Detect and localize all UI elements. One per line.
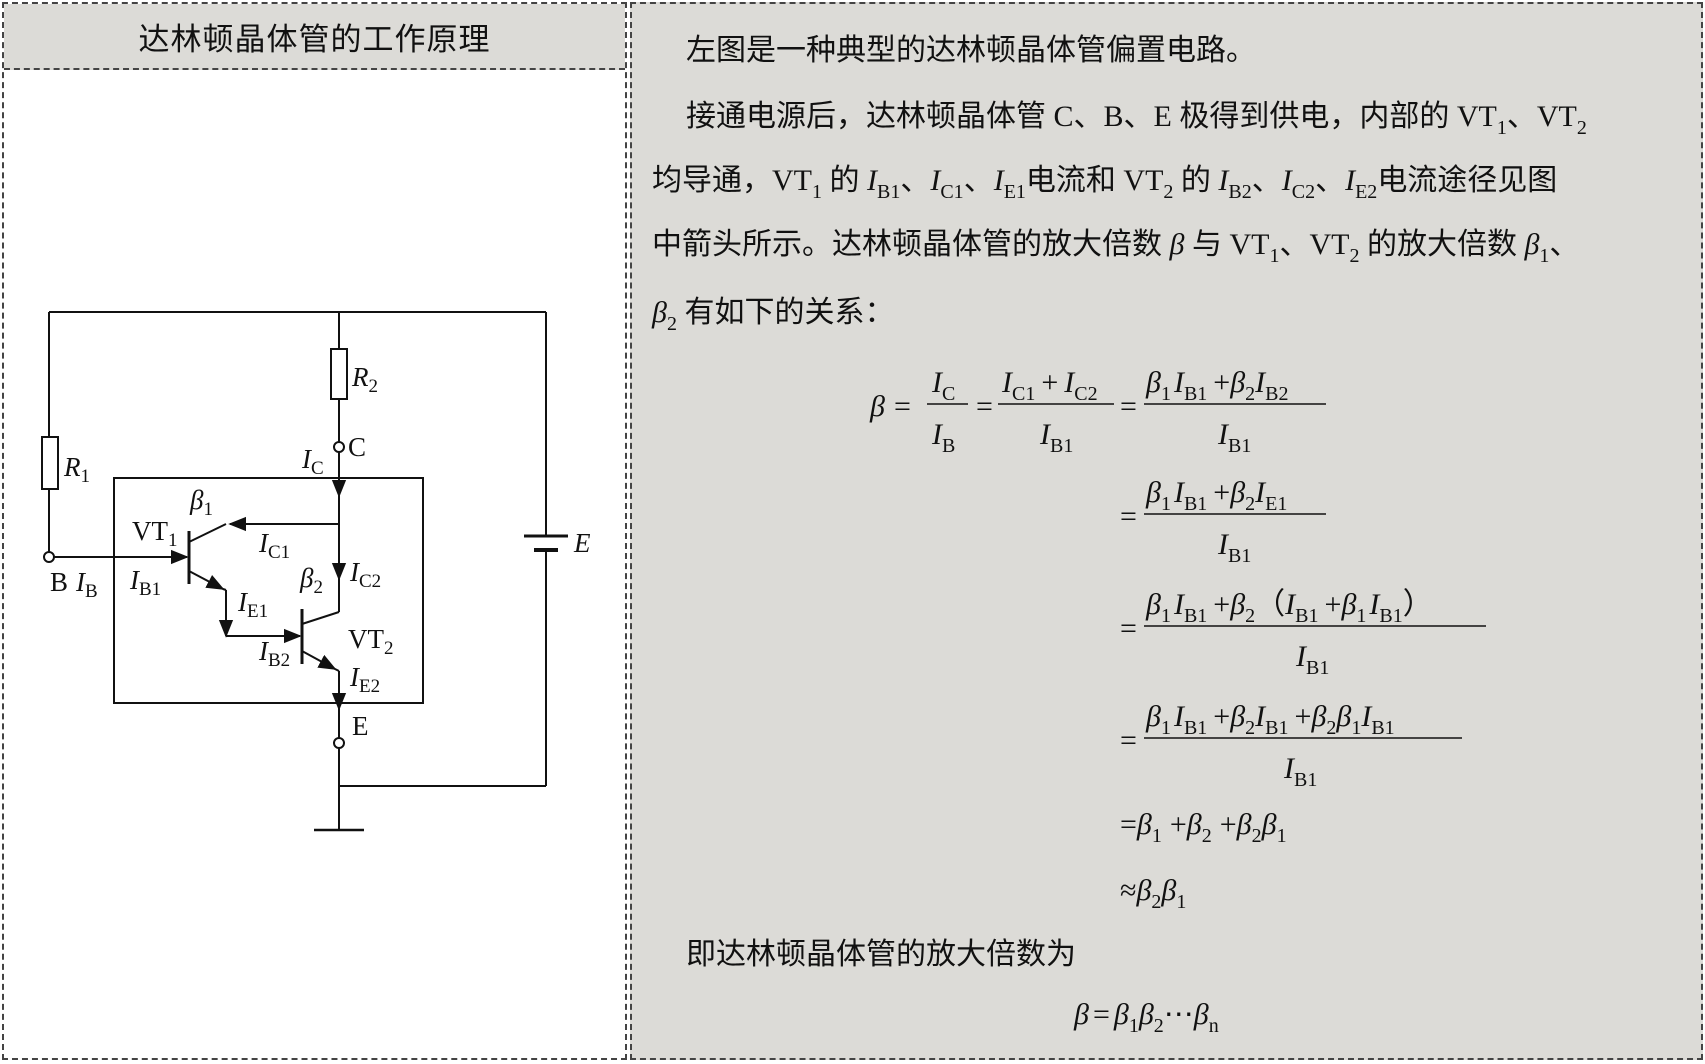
- label-battery-e: E: [573, 528, 591, 558]
- label-beta2: β2: [299, 563, 323, 598]
- svg-text:IC1+IC2: IC1+IC2: [1001, 366, 1098, 405]
- resistor-r1: [41, 436, 59, 490]
- label-vt1: VT1: [132, 516, 178, 551]
- paragraph-conclusion: 即达林顿晶体管的放大倍数为: [686, 938, 1076, 971]
- svg-text:IB: IB: [931, 418, 955, 457]
- svg-text:=: =: [1120, 500, 1137, 533]
- resistor-r2: [330, 348, 348, 400]
- svg-text:β1IB1+β2IB1+β2β1IB1: β1IB1+β2IB1+β2β1IB1: [1145, 700, 1395, 739]
- svg-text:IB1: IB1: [1217, 528, 1251, 567]
- paragraph-intro: 左图是一种典型的达林顿晶体管偏置电路。: [686, 34, 1256, 67]
- panel-title: 达林顿晶体管的工作原理: [4, 4, 625, 70]
- svg-text:IB1: IB1: [1039, 418, 1073, 457]
- label-e-terminal: E: [352, 711, 369, 741]
- label-ic: IC: [301, 444, 324, 479]
- paragraph-gain: 中箭头所示。达林顿晶体管的放大倍数 β 与 VT1、VT2 的放大倍数 β1、: [652, 228, 1579, 267]
- svg-text:β: β: [869, 390, 885, 423]
- svg-text:β1IB1+β2IE1: β1IB1+β2IE1: [1145, 476, 1287, 515]
- svg-text:=: =: [1120, 612, 1137, 645]
- label-ic2: IC2: [349, 557, 381, 592]
- svg-text:β1IB1+β2（IB1+β1IB1）: β1IB1+β2（IB1+β1IB1）: [1145, 588, 1433, 627]
- label-b: B: [50, 567, 68, 597]
- equation-final: β=β1β2⋯βn: [1073, 998, 1219, 1037]
- darlington-package-box: [113, 477, 424, 704]
- label-ic1: IC1: [258, 528, 290, 563]
- terminal-c: [333, 441, 345, 453]
- label-c: C: [348, 432, 366, 462]
- label-ie2: IE2: [349, 662, 380, 697]
- svg-text:=: =: [1120, 390, 1137, 423]
- terminal-b: [43, 551, 55, 563]
- paragraph-power: 接通电源后，达林顿晶体管 C、B、E 极得到供电，内部的 VT1、VT2: [686, 100, 1587, 139]
- terminal-e: [333, 737, 345, 749]
- label-vt2: VT2: [348, 624, 394, 659]
- label-ib: IB: [75, 567, 98, 602]
- svg-text:IB1: IB1: [1283, 752, 1317, 791]
- label-beta1: β1: [189, 485, 213, 520]
- paragraph-relation: β2 有如下的关系：: [651, 296, 894, 335]
- svg-text:IC: IC: [931, 366, 955, 405]
- label-ib2: IB2: [258, 636, 290, 671]
- explanation-panel: 左图是一种典型的达林顿晶体管偏置电路。 接通电源后，达林顿晶体管 C、B、E 极…: [630, 2, 1703, 1060]
- svg-text:=: =: [894, 390, 911, 423]
- svg-text:=: =: [976, 390, 993, 423]
- equation-6: ≈β2β1: [1120, 874, 1186, 913]
- paragraph-conduction: 均导通，VT1 的 IB1、IC1、IE1电流和 VT2 的 IB2、IC2、I…: [652, 164, 1557, 203]
- circuit-panel: 达林顿晶体管的工作原理: [2, 2, 627, 1060]
- label-ie1: IE1: [237, 587, 268, 622]
- label-ib1: IB1: [129, 565, 161, 600]
- label-r2: R2: [351, 362, 378, 397]
- darlington-circuit-diagram: R1 R2 C IC B IB IB1 VT1 β1 IC1 IE1 IC2 β…: [41, 311, 591, 832]
- label-r1: R1: [63, 452, 90, 487]
- svg-text:=: =: [1120, 724, 1137, 757]
- equation-5: =β1+β2+β2β1: [1120, 808, 1287, 847]
- explanation-text: 左图是一种典型的达林顿晶体管偏置电路。 接通电源后，达林顿晶体管 C、B、E 极…: [651, 34, 1587, 1037]
- svg-text:β1IB1+β2IB2: β1IB1+β2IB2: [1145, 366, 1289, 405]
- svg-text:IB1: IB1: [1217, 418, 1251, 457]
- svg-text:IB1: IB1: [1295, 640, 1329, 679]
